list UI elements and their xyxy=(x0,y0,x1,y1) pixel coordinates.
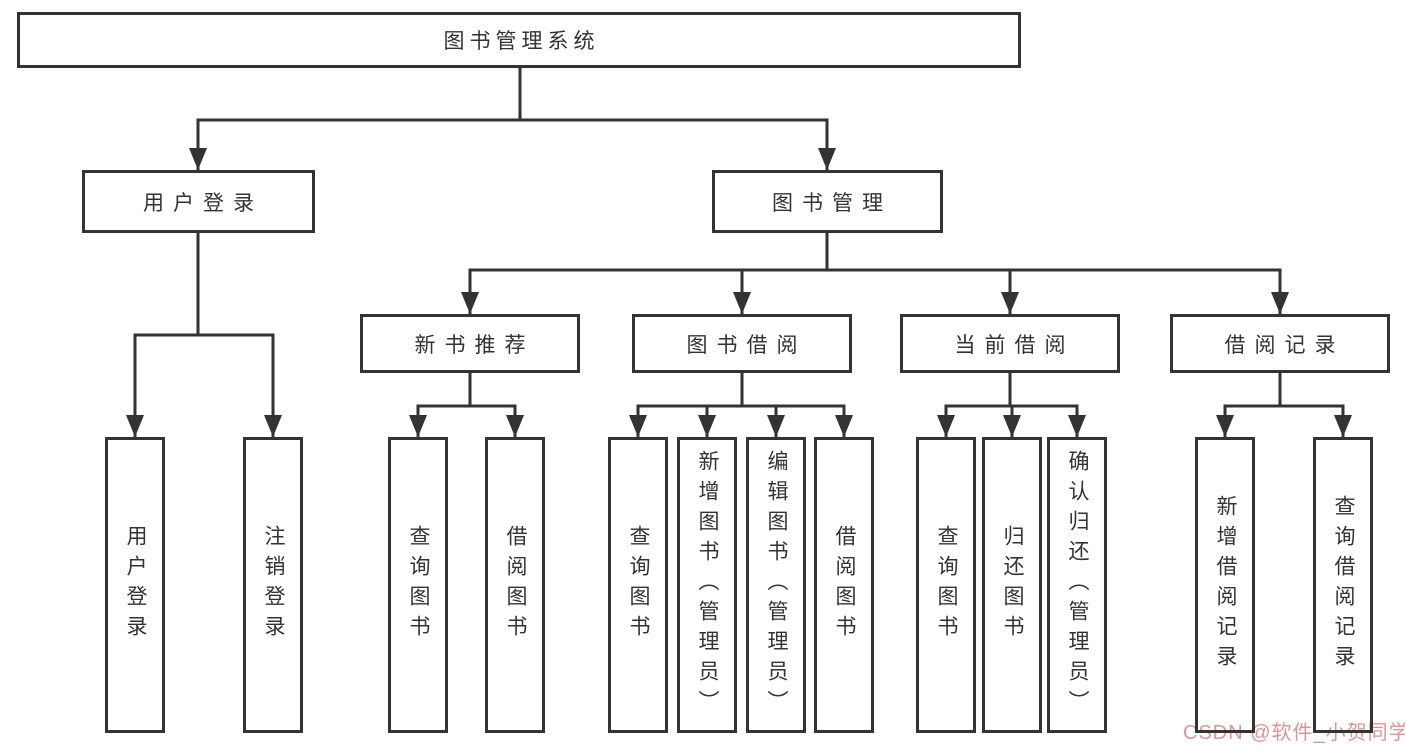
node-label: 编辑图书（管理员） xyxy=(765,450,788,720)
arrowhead xyxy=(1271,292,1289,314)
connector-bookmgmt-to-level3 xyxy=(461,233,1289,314)
arrowhead xyxy=(937,415,955,437)
arrowhead xyxy=(1001,292,1019,314)
arrowhead xyxy=(1003,415,1021,437)
arrowhead xyxy=(698,415,716,437)
node-label: 借阅图书 xyxy=(504,525,527,645)
connector-bookborrow-to-leaves xyxy=(629,373,853,437)
arrowhead xyxy=(126,415,144,437)
connector-borrowrecords-to-leaves xyxy=(1216,373,1352,437)
leaf-user-login: 用户登录 xyxy=(105,437,165,733)
leaf-logout: 注销登录 xyxy=(243,437,303,733)
node-borrowing-records: 借阅记录 xyxy=(1170,314,1390,373)
connector-currentborrow-to-leaves xyxy=(937,373,1086,437)
node-book-management: 图书管理 xyxy=(712,170,943,233)
arrowhead xyxy=(629,415,647,437)
node-book-borrowing: 图书借阅 xyxy=(632,314,852,373)
arrowhead xyxy=(264,415,282,437)
leaf-add-book-admin: 新增图书（管理员） xyxy=(677,437,737,733)
node-label: 用户登录 xyxy=(124,525,147,645)
node-label: 图书管理系统 xyxy=(443,30,600,53)
leaf-query-books-recommend: 查询图书 xyxy=(388,437,448,733)
leaf-borrow-books-borrowing: 借阅图书 xyxy=(814,437,874,733)
leaf-confirm-return-admin: 确认归还（管理员） xyxy=(1047,437,1107,733)
leaf-edit-book-admin: 编辑图书（管理员） xyxy=(746,437,806,733)
arrowhead xyxy=(818,148,836,170)
node-user-login: 用户登录 xyxy=(82,170,315,233)
leaf-return-book: 归还图书 xyxy=(982,437,1042,733)
arrowhead xyxy=(506,415,524,437)
node-current-borrowing: 当前借阅 xyxy=(900,314,1120,373)
node-label: 当前借阅 xyxy=(954,333,1075,357)
arrowhead xyxy=(1068,415,1086,437)
node-label: 新增图书（管理员） xyxy=(696,450,719,720)
arrowhead xyxy=(1216,415,1234,437)
node-label: 查询图书 xyxy=(407,525,430,645)
node-label: 查询图书 xyxy=(627,525,650,645)
node-library-management-system: 图书管理系统 xyxy=(17,12,1021,68)
node-label: 图书管理 xyxy=(772,191,892,215)
node-label: 确认归还（管理员） xyxy=(1066,450,1089,720)
node-label: 新书推荐 xyxy=(414,333,535,357)
node-label: 新增借阅记录 xyxy=(1214,495,1237,675)
arrowhead xyxy=(767,415,785,437)
arrowhead xyxy=(461,292,479,314)
connector-userlogin-to-leaves xyxy=(126,233,282,437)
node-label: 图书借阅 xyxy=(686,333,807,357)
arrowhead xyxy=(1334,415,1352,437)
node-label: 用户登录 xyxy=(143,191,263,215)
arrowhead xyxy=(409,415,427,437)
node-label: 查询图书 xyxy=(935,525,958,645)
arrowhead xyxy=(189,148,207,170)
leaf-query-borrow-record: 查询借阅记录 xyxy=(1313,437,1373,733)
leaf-add-borrow-record: 新增借阅记录 xyxy=(1195,437,1255,733)
leaf-query-books-borrowing: 查询图书 xyxy=(608,437,668,733)
leaf-borrow-books-recommend: 借阅图书 xyxy=(485,437,545,733)
node-label: 归还图书 xyxy=(1001,525,1024,645)
leaf-query-books-current: 查询图书 xyxy=(916,437,976,733)
node-label: 借阅图书 xyxy=(833,525,856,645)
arrowhead xyxy=(733,292,751,314)
arrowhead xyxy=(835,415,853,437)
connector-newbook-to-leaves xyxy=(409,373,524,437)
node-label: 查询借阅记录 xyxy=(1332,495,1355,675)
node-label: 注销登录 xyxy=(262,525,285,645)
watermark: CSDN @软件_小贺同学 xyxy=(1183,722,1405,744)
node-label: 借阅记录 xyxy=(1224,333,1345,357)
node-new-book-recommendation: 新书推荐 xyxy=(360,314,580,373)
connector-root-to-level2 xyxy=(189,68,836,170)
